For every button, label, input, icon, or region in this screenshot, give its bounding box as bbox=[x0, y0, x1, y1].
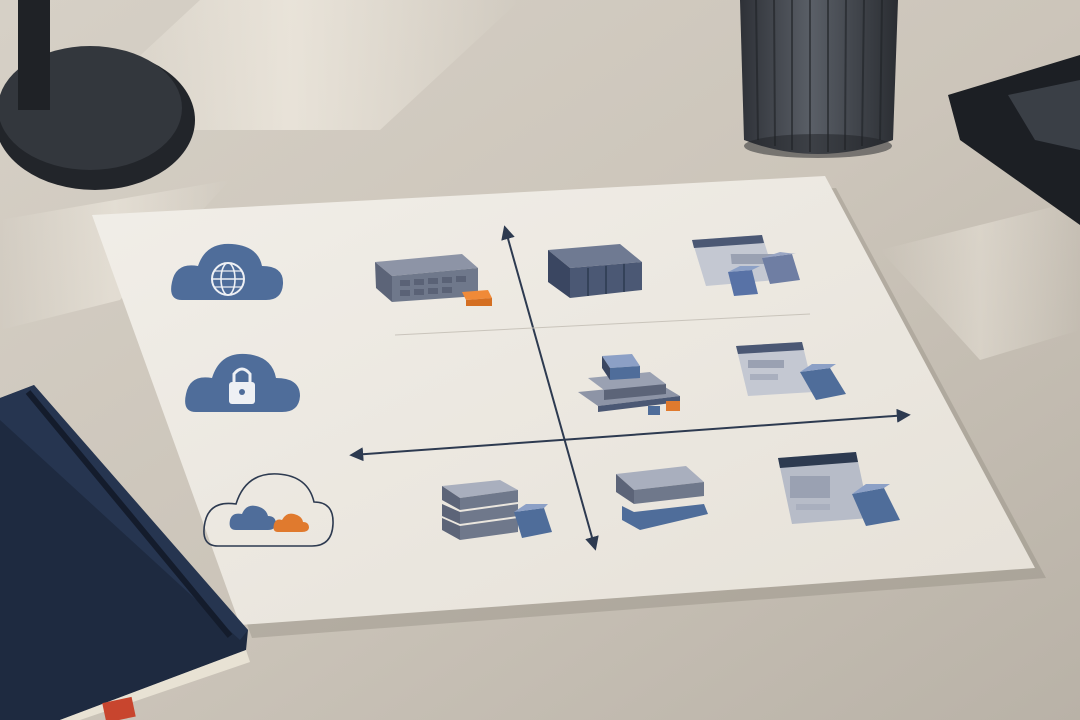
desk-lamp-base bbox=[0, 0, 195, 190]
ribbed-glass bbox=[740, 0, 898, 158]
sunlight-streak bbox=[880, 200, 1080, 360]
horizontal-axis bbox=[349, 408, 911, 462]
browser-window-cube-icon bbox=[692, 235, 800, 296]
stacked-platform-icon bbox=[578, 354, 680, 415]
browser-window-cube-icon bbox=[778, 452, 900, 526]
cloud-globe-icon bbox=[171, 243, 284, 300]
building-server-icon bbox=[375, 254, 492, 306]
dark-notebook bbox=[0, 385, 250, 720]
layered-slab-icon bbox=[616, 466, 708, 530]
vertical-axis bbox=[501, 225, 599, 551]
cloud-lock-icon bbox=[185, 353, 300, 412]
divider-line bbox=[394, 313, 811, 336]
browser-window-cube-icon bbox=[736, 342, 846, 400]
server-stack-cube-icon bbox=[442, 480, 552, 540]
dark-tray bbox=[948, 55, 1080, 225]
server-rack-icon bbox=[548, 244, 642, 298]
multi-cloud-icon bbox=[203, 473, 334, 547]
